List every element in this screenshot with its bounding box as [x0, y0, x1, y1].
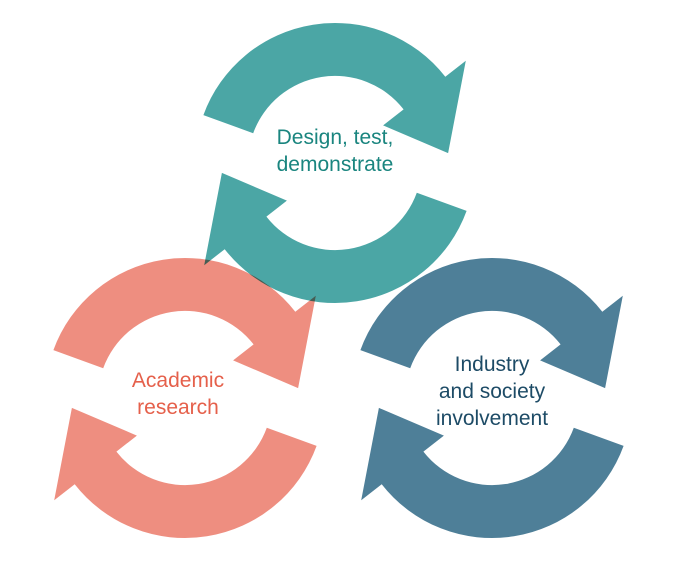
design-top-arrow: [203, 22, 466, 154]
label-line: Design, test,: [276, 126, 394, 149]
label-line: and society: [438, 380, 546, 403]
label-line: demonstrate: [276, 153, 394, 176]
academic-bottom-arrow: [54, 407, 317, 539]
design-bottom-arrow: [204, 172, 467, 304]
label-line: Academic: [131, 369, 225, 392]
industry-bottom-arrow: [361, 407, 624, 539]
label-industry: Industry and society involvement: [436, 351, 548, 432]
label-line: involvement: [435, 407, 549, 430]
label-academic: Academic research: [132, 367, 224, 421]
label-design: Design, test, demonstrate: [277, 124, 394, 178]
academic-top-arrow: [53, 257, 316, 389]
label-line: research: [137, 396, 219, 419]
label-line: Industry: [454, 353, 530, 376]
industry-top-arrow: [360, 257, 623, 389]
